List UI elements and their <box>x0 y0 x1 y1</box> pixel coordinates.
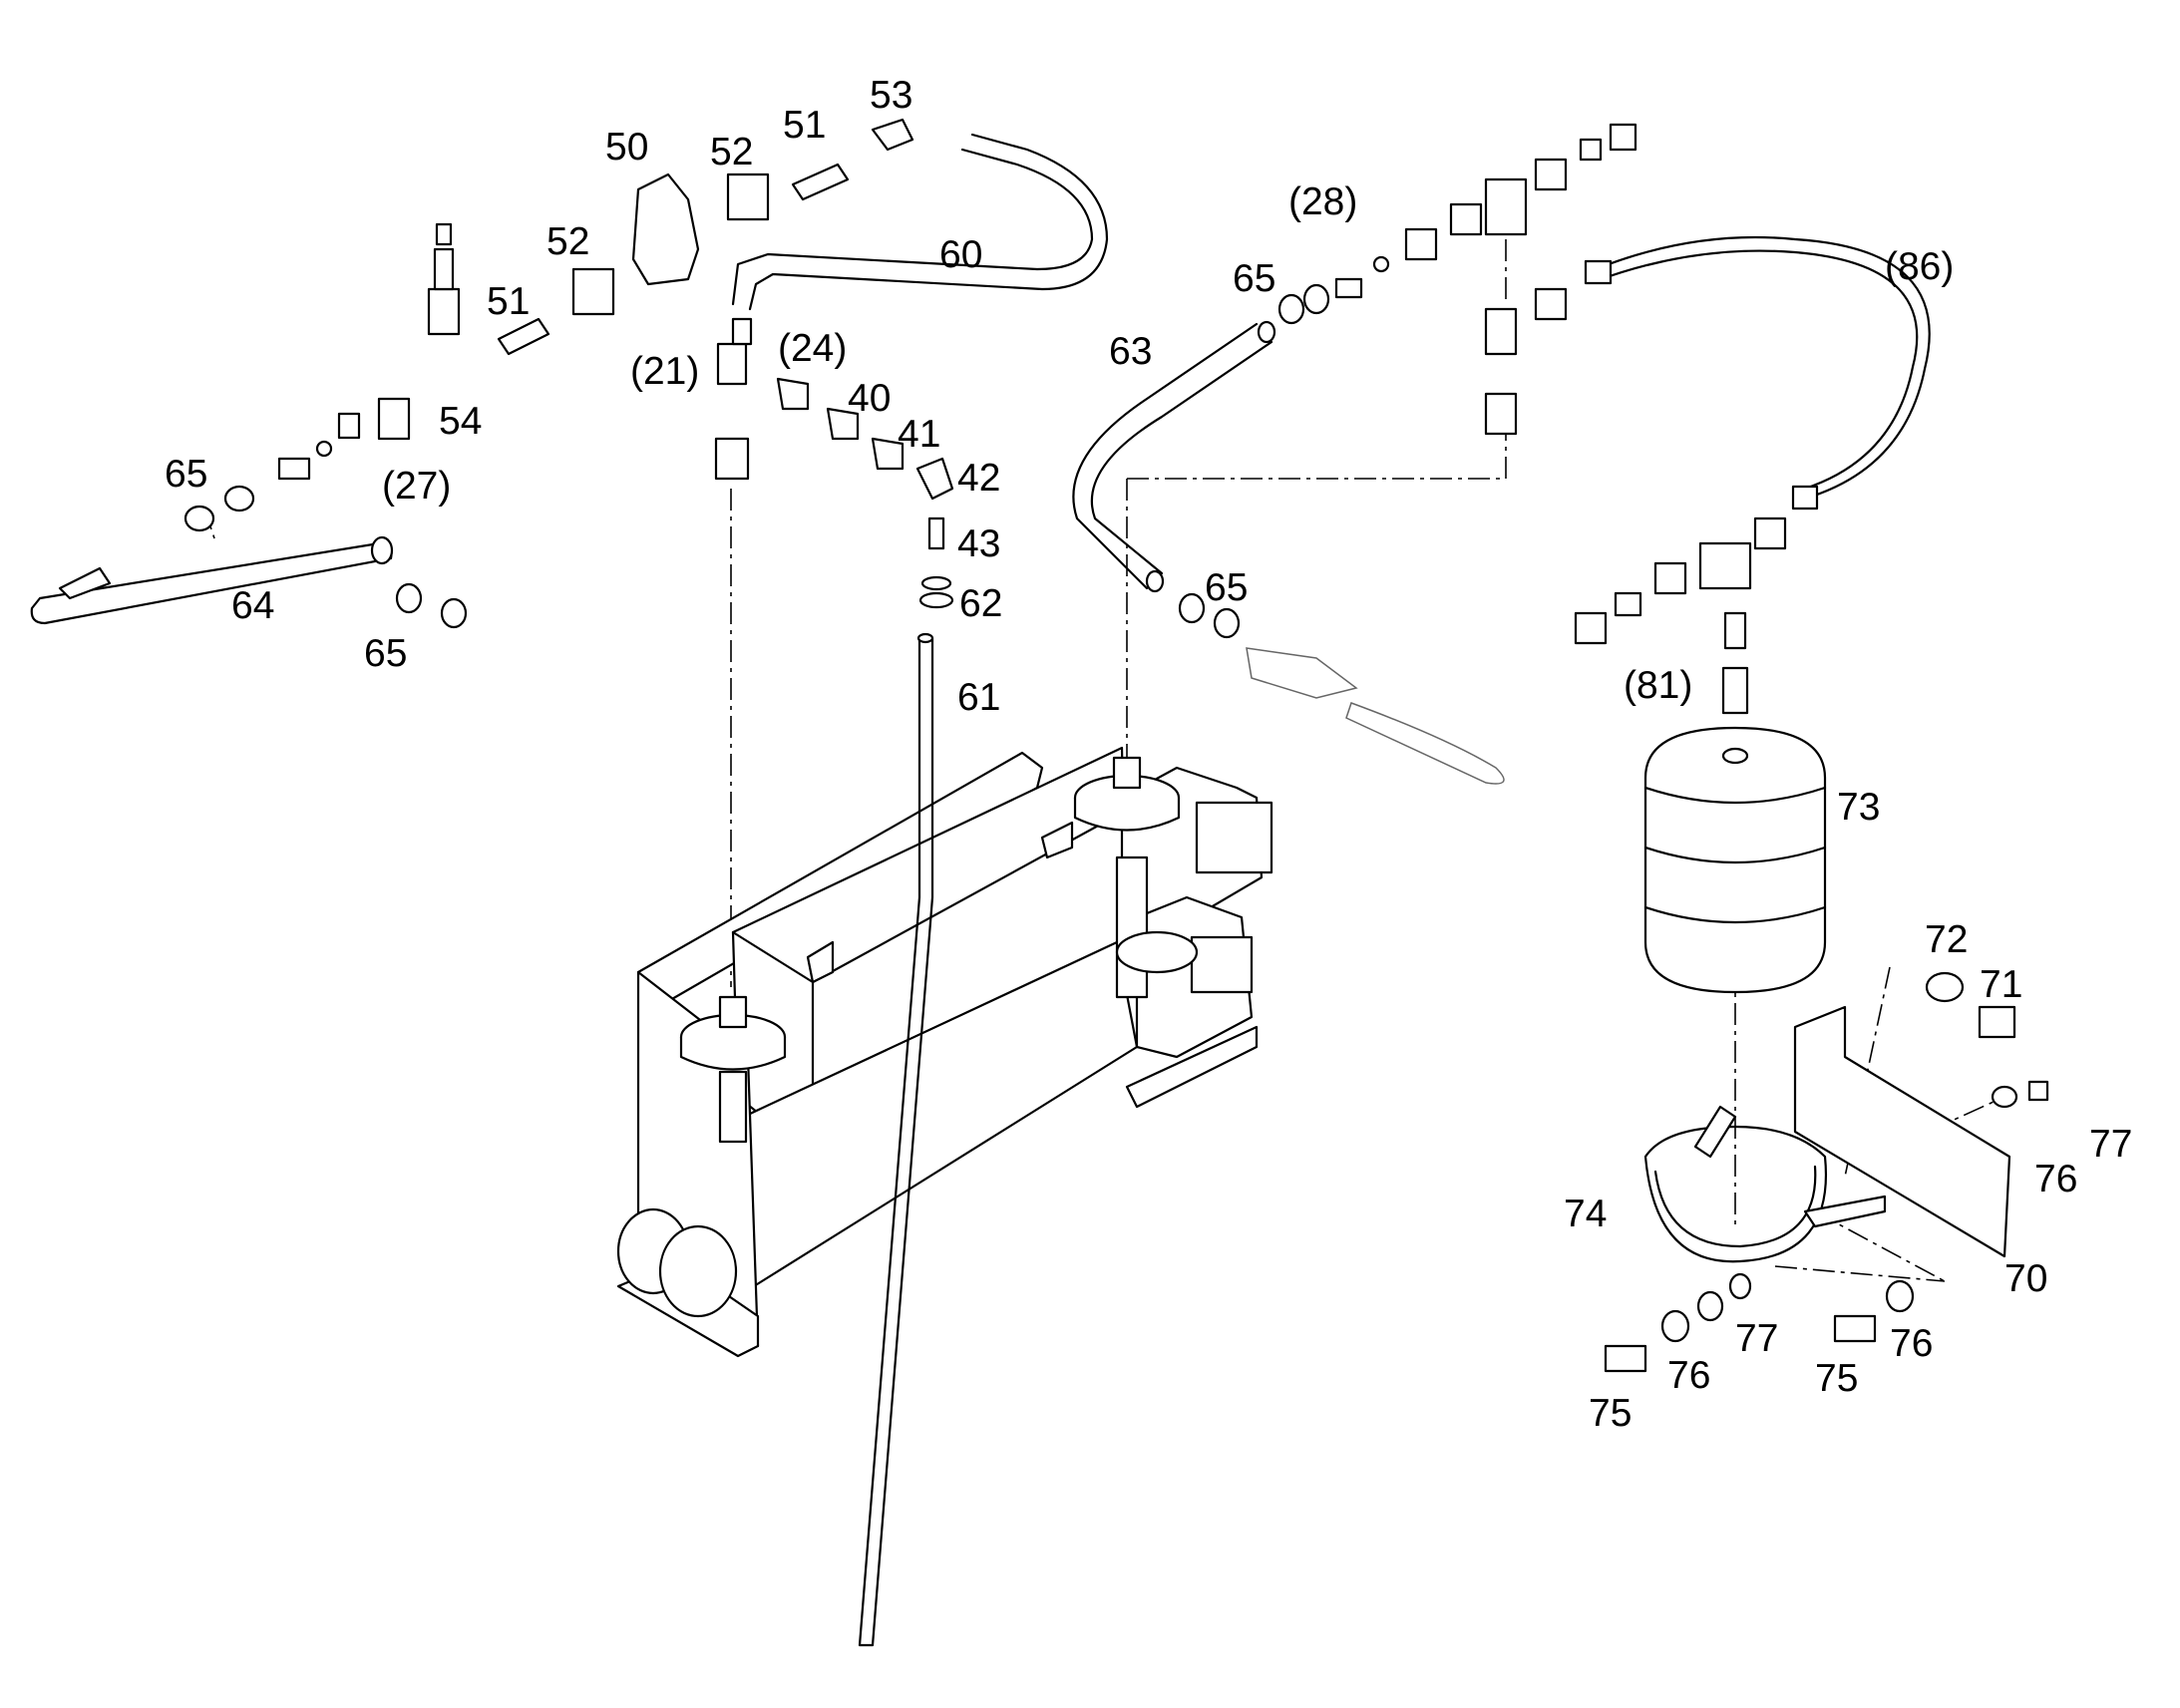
label-70: 70 <box>2004 1257 2047 1300</box>
label-61: 61 <box>957 676 1000 719</box>
hose-63 <box>1072 320 1276 593</box>
label-54: 54 <box>439 400 482 443</box>
hardware <box>1604 971 2049 1373</box>
label-86: (86) <box>1885 245 1954 288</box>
label-76-right: 76 <box>2034 1158 2077 1200</box>
label-77-bottom: 77 <box>1735 1317 1778 1360</box>
label-75-right: 75 <box>1815 1357 1858 1400</box>
label-76-bottom-left: 76 <box>1667 1354 1710 1397</box>
label-75-left: 75 <box>1589 1392 1632 1435</box>
parts-81 <box>1574 516 1787 715</box>
hose-60 <box>731 133 1109 311</box>
label-65-mid-bottom: 65 <box>1205 566 1248 609</box>
label-65-left-top: 65 <box>165 453 207 496</box>
hose-64 <box>30 535 394 625</box>
label-27: (27) <box>382 465 451 508</box>
label-28: (28) <box>1288 180 1357 223</box>
label-64: 64 <box>231 584 274 627</box>
label-76-bottom-right: 76 <box>1890 1322 1933 1365</box>
label-77-right: 77 <box>2089 1123 2132 1166</box>
parts-upper-left <box>497 118 914 356</box>
parts-54-27 <box>277 222 461 481</box>
bracket-70 <box>1793 1005 2011 1258</box>
label-52-mid: 52 <box>546 220 589 263</box>
label-50: 50 <box>605 126 648 169</box>
fittings-left-drop <box>776 377 954 609</box>
heater-unit <box>616 746 1273 1358</box>
label-21: (21) <box>630 350 699 393</box>
clamp-band-74 <box>1643 1105 1887 1263</box>
tank-73 <box>1643 726 1827 994</box>
label-73: 73 <box>1837 786 1880 829</box>
parts-28 <box>1334 123 1637 436</box>
label-60: 60 <box>939 233 982 276</box>
label-52-top: 52 <box>710 131 753 173</box>
label-71: 71 <box>1980 963 2022 1006</box>
clamps-65-middle <box>1178 283 1330 639</box>
label-63: 63 <box>1109 330 1152 373</box>
label-62: 62 <box>959 582 1002 625</box>
label-65-mid-top: 65 <box>1233 257 1275 300</box>
hose-61 <box>858 632 934 1647</box>
hose-86 <box>1584 235 1931 511</box>
clamps-65-left <box>183 485 468 629</box>
label-43: 43 <box>957 522 1000 565</box>
label-51-top: 51 <box>783 104 826 147</box>
part-labels: 50 51 53 52 52 51 60 54 (21) (24) 40 41 … <box>165 74 2132 1435</box>
label-65-left-bottom: 65 <box>364 632 407 675</box>
label-42: 42 <box>957 457 1000 500</box>
fitting-21 <box>714 317 753 481</box>
label-51-mid: 51 <box>487 280 530 323</box>
label-24: (24) <box>778 327 847 370</box>
label-74: 74 <box>1564 1193 1607 1235</box>
label-72: 72 <box>1925 918 1968 961</box>
label-81: (81) <box>1624 664 1692 707</box>
label-41: 41 <box>898 413 940 456</box>
label-53: 53 <box>870 74 912 117</box>
label-40: 40 <box>848 377 891 420</box>
ghost-connector <box>1246 647 1505 785</box>
